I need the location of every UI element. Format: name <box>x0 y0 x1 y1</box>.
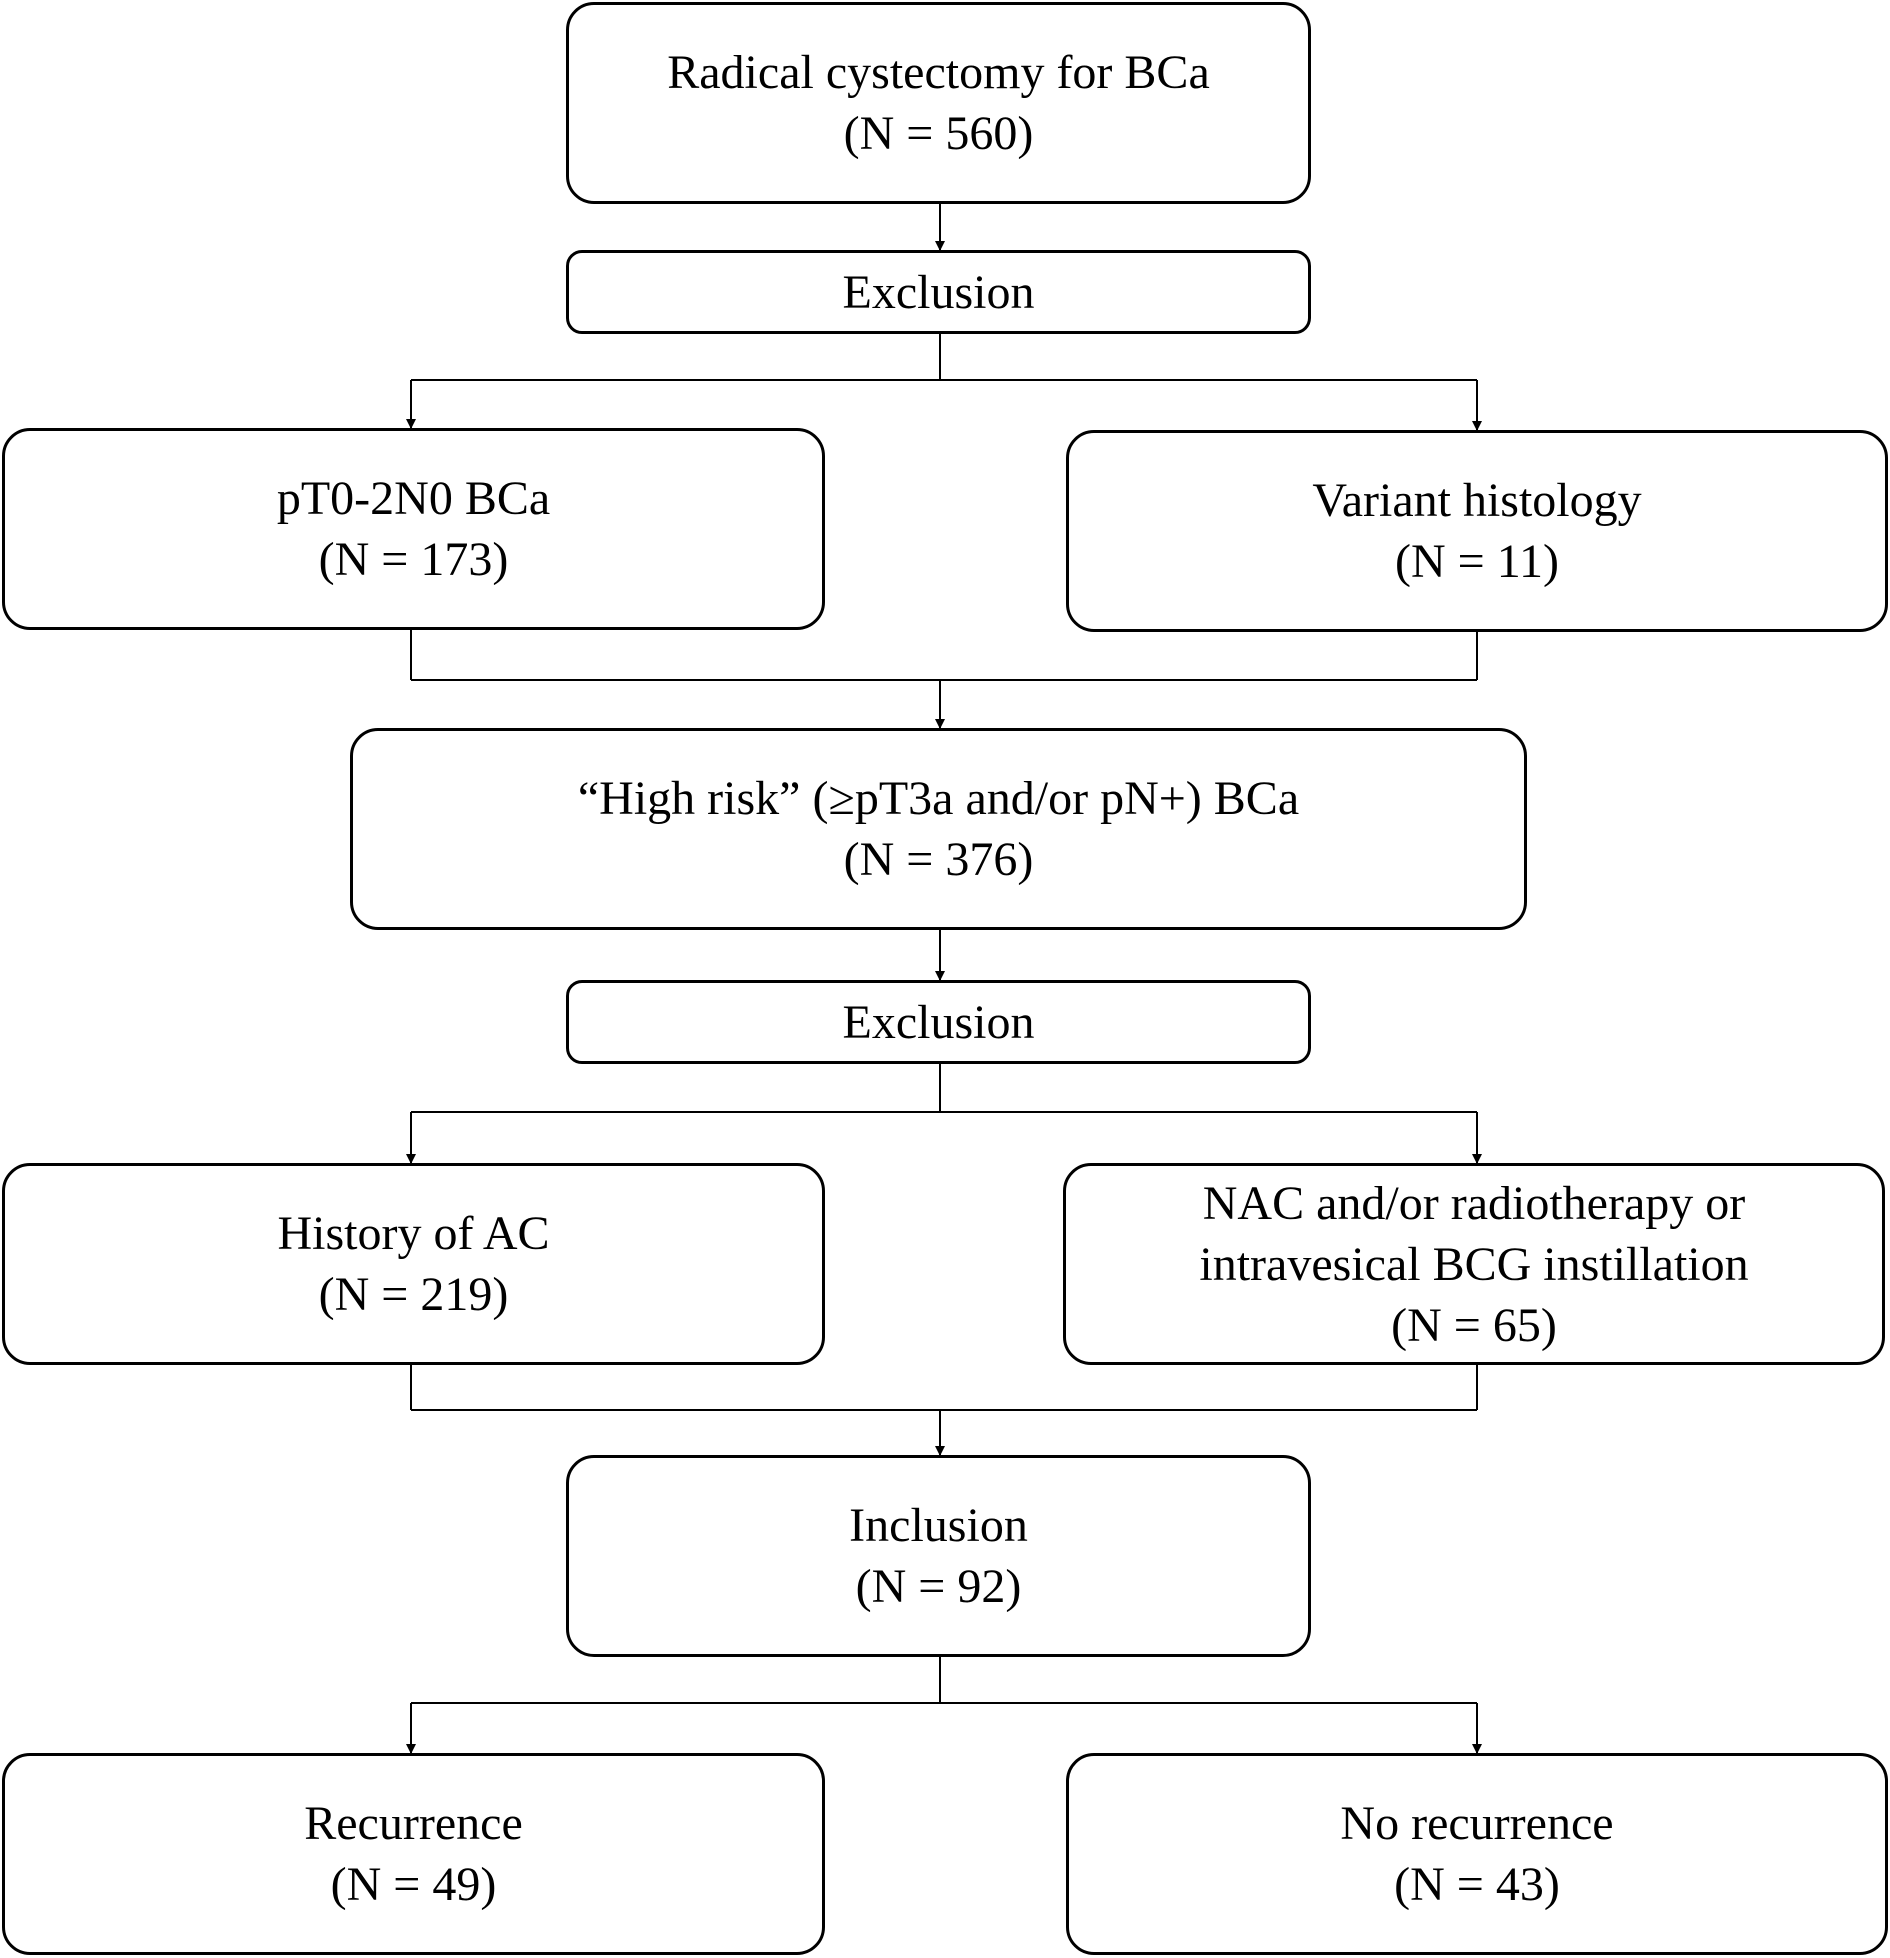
node-radical-cystectomy: Radical cystectomy for BCa (N = 560) <box>566 2 1311 204</box>
node-count: (N = 49) <box>330 1858 497 1911</box>
node-nac-radiotherapy-bcg: NAC and/or radiotherapy or intravesical … <box>1063 1163 1885 1365</box>
node-label-line-1: NAC and/or radiotherapy or <box>1202 1176 1746 1230</box>
node-label: Exclusion <box>842 265 1035 319</box>
node-label: pT0-2N0 BCa <box>276 472 551 525</box>
node-label: “High risk” (≥pT3a and/or pN+) BCa <box>577 772 1300 825</box>
node-pt0-2n0-bca: pT0-2N0 BCa (N = 173) <box>2 428 825 630</box>
node-count: (N = 376) <box>843 833 1034 886</box>
node-exclusion-1: Exclusion <box>566 250 1311 334</box>
node-history-of-ac: History of AC (N = 219) <box>2 1163 825 1365</box>
node-count: (N = 560) <box>843 107 1034 160</box>
node-exclusion-2: Exclusion <box>566 980 1311 1064</box>
node-label: Inclusion <box>849 1499 1028 1552</box>
node-label: Recurrence <box>304 1797 523 1850</box>
node-count: (N = 65) <box>1391 1298 1557 1352</box>
node-count: (N = 219) <box>318 1268 509 1321</box>
node-label: Exclusion <box>842 995 1035 1049</box>
node-label: No recurrence <box>1340 1797 1614 1850</box>
node-count: (N = 92) <box>855 1560 1022 1613</box>
node-label: History of AC <box>277 1207 550 1260</box>
node-label: Radical cystectomy for BCa <box>667 46 1210 99</box>
node-no-recurrence: No recurrence (N = 43) <box>1066 1753 1888 1955</box>
node-high-risk-bca: “High risk” (≥pT3a and/or pN+) BCa (N = … <box>350 728 1527 930</box>
node-variant-histology: Variant histology (N = 11) <box>1066 430 1888 632</box>
node-label: Variant histology <box>1312 474 1642 527</box>
node-count: (N = 11) <box>1395 535 1559 588</box>
node-inclusion: Inclusion (N = 92) <box>566 1455 1311 1657</box>
node-label-line-2: intravesical BCG instillation <box>1199 1237 1749 1291</box>
node-recurrence: Recurrence (N = 49) <box>2 1753 825 1955</box>
node-count: (N = 173) <box>318 533 509 586</box>
node-count: (N = 43) <box>1394 1858 1560 1911</box>
